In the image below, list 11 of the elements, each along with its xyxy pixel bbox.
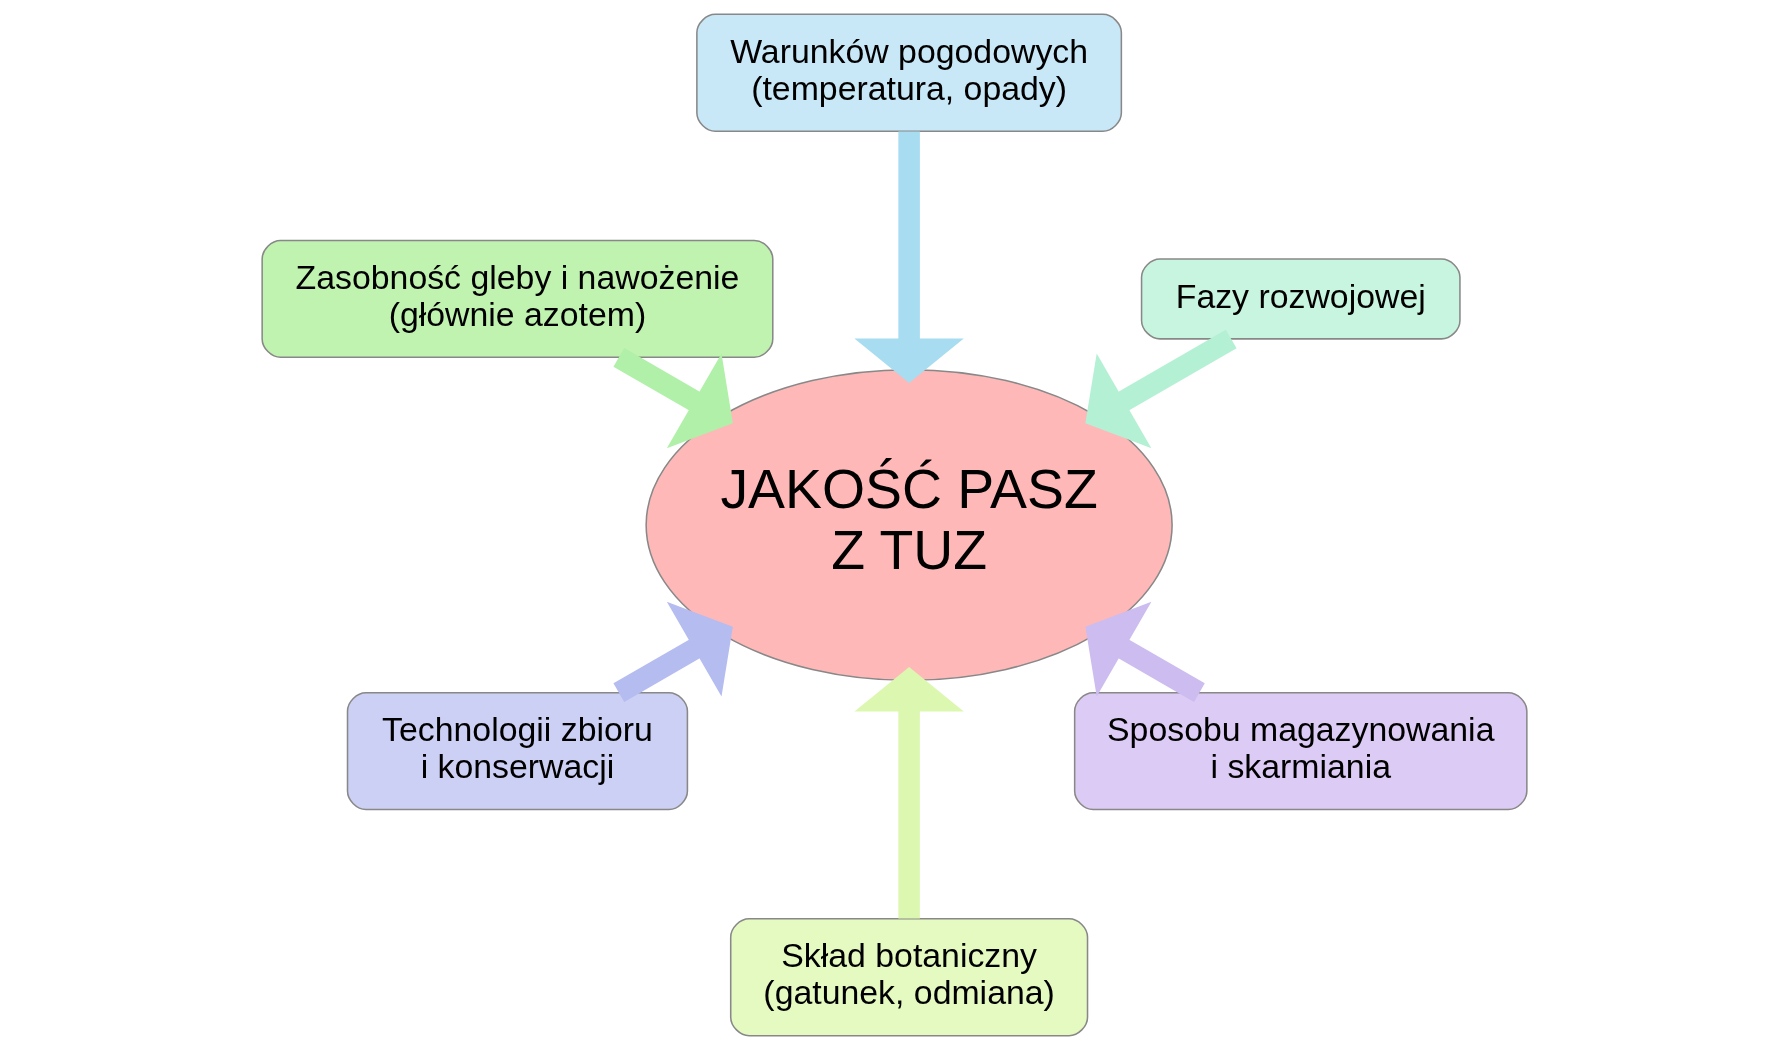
node-box: Technologii zbioru i konserwacji [346,691,689,811]
arrow [613,601,733,702]
arrow [854,131,964,384]
node-box: Zasobność gleby i nawożenie (głównie azotem) [261,239,774,359]
arrow [1085,329,1237,449]
node-box: Sposobu magazynowania i skarmiania [1073,691,1528,811]
node-box: Skład botaniczny (gatunek, odmiana) [729,918,1089,1037]
node-box: Fazy rozwojowej [1140,258,1461,340]
arrow [854,666,964,919]
node-ellipse: JAKOŚĆ PASZ Z TUZ [645,368,1173,682]
node-box: Warunków pogodowych (temperatura, opady) [696,13,1123,132]
